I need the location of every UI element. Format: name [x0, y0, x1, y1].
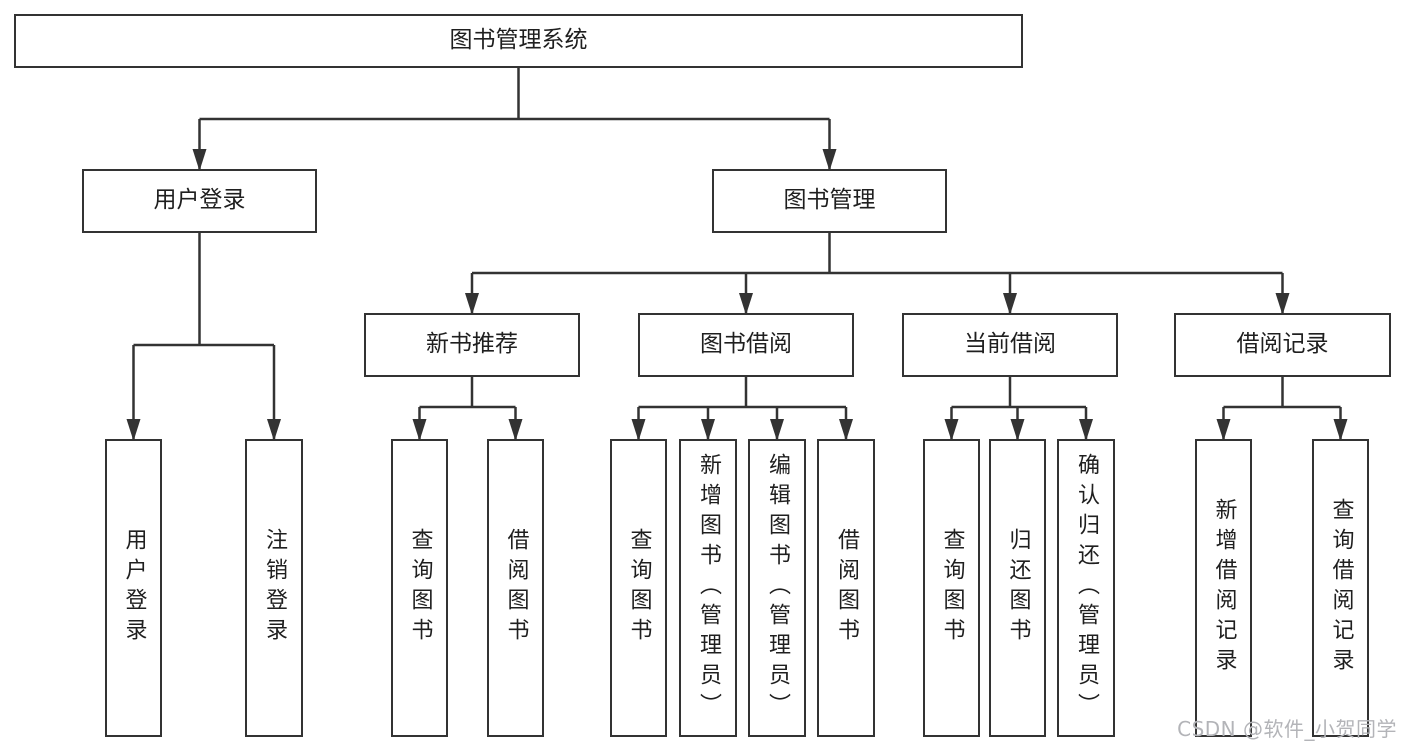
node-return-books: 归还图书 [989, 439, 1046, 737]
node-current-borrowing: 当前借阅 [902, 313, 1118, 377]
node-add-books-admin: 新增图书（管理员） [679, 439, 737, 737]
node-borrow-books-1: 借阅图书 [487, 439, 544, 737]
node-user-login-action: 用户登录 [105, 439, 162, 737]
node-book-management: 图书管理 [712, 169, 947, 233]
node-library-system: 图书管理系统 [14, 14, 1023, 68]
node-query-books-3: 查询图书 [923, 439, 980, 737]
node-user-login: 用户登录 [82, 169, 317, 233]
node-logout: 注销登录 [245, 439, 303, 737]
node-query-books-1: 查询图书 [391, 439, 448, 737]
node-confirm-return-admin: 确认归还（管理员） [1057, 439, 1115, 737]
node-query-borrow-record: 查询借阅记录 [1312, 439, 1369, 737]
node-borrow-books-2: 借阅图书 [817, 439, 875, 737]
node-book-borrowing: 图书借阅 [638, 313, 854, 377]
node-query-books-2: 查询图书 [610, 439, 667, 737]
node-edit-books-admin: 编辑图书（管理员） [748, 439, 806, 737]
node-borrowing-records: 借阅记录 [1174, 313, 1391, 377]
csdn-watermark: CSDN @软件_小贺同学 [1177, 717, 1397, 741]
node-add-borrow-record: 新增借阅记录 [1195, 439, 1252, 737]
node-new-book-recommendation: 新书推荐 [364, 313, 580, 377]
